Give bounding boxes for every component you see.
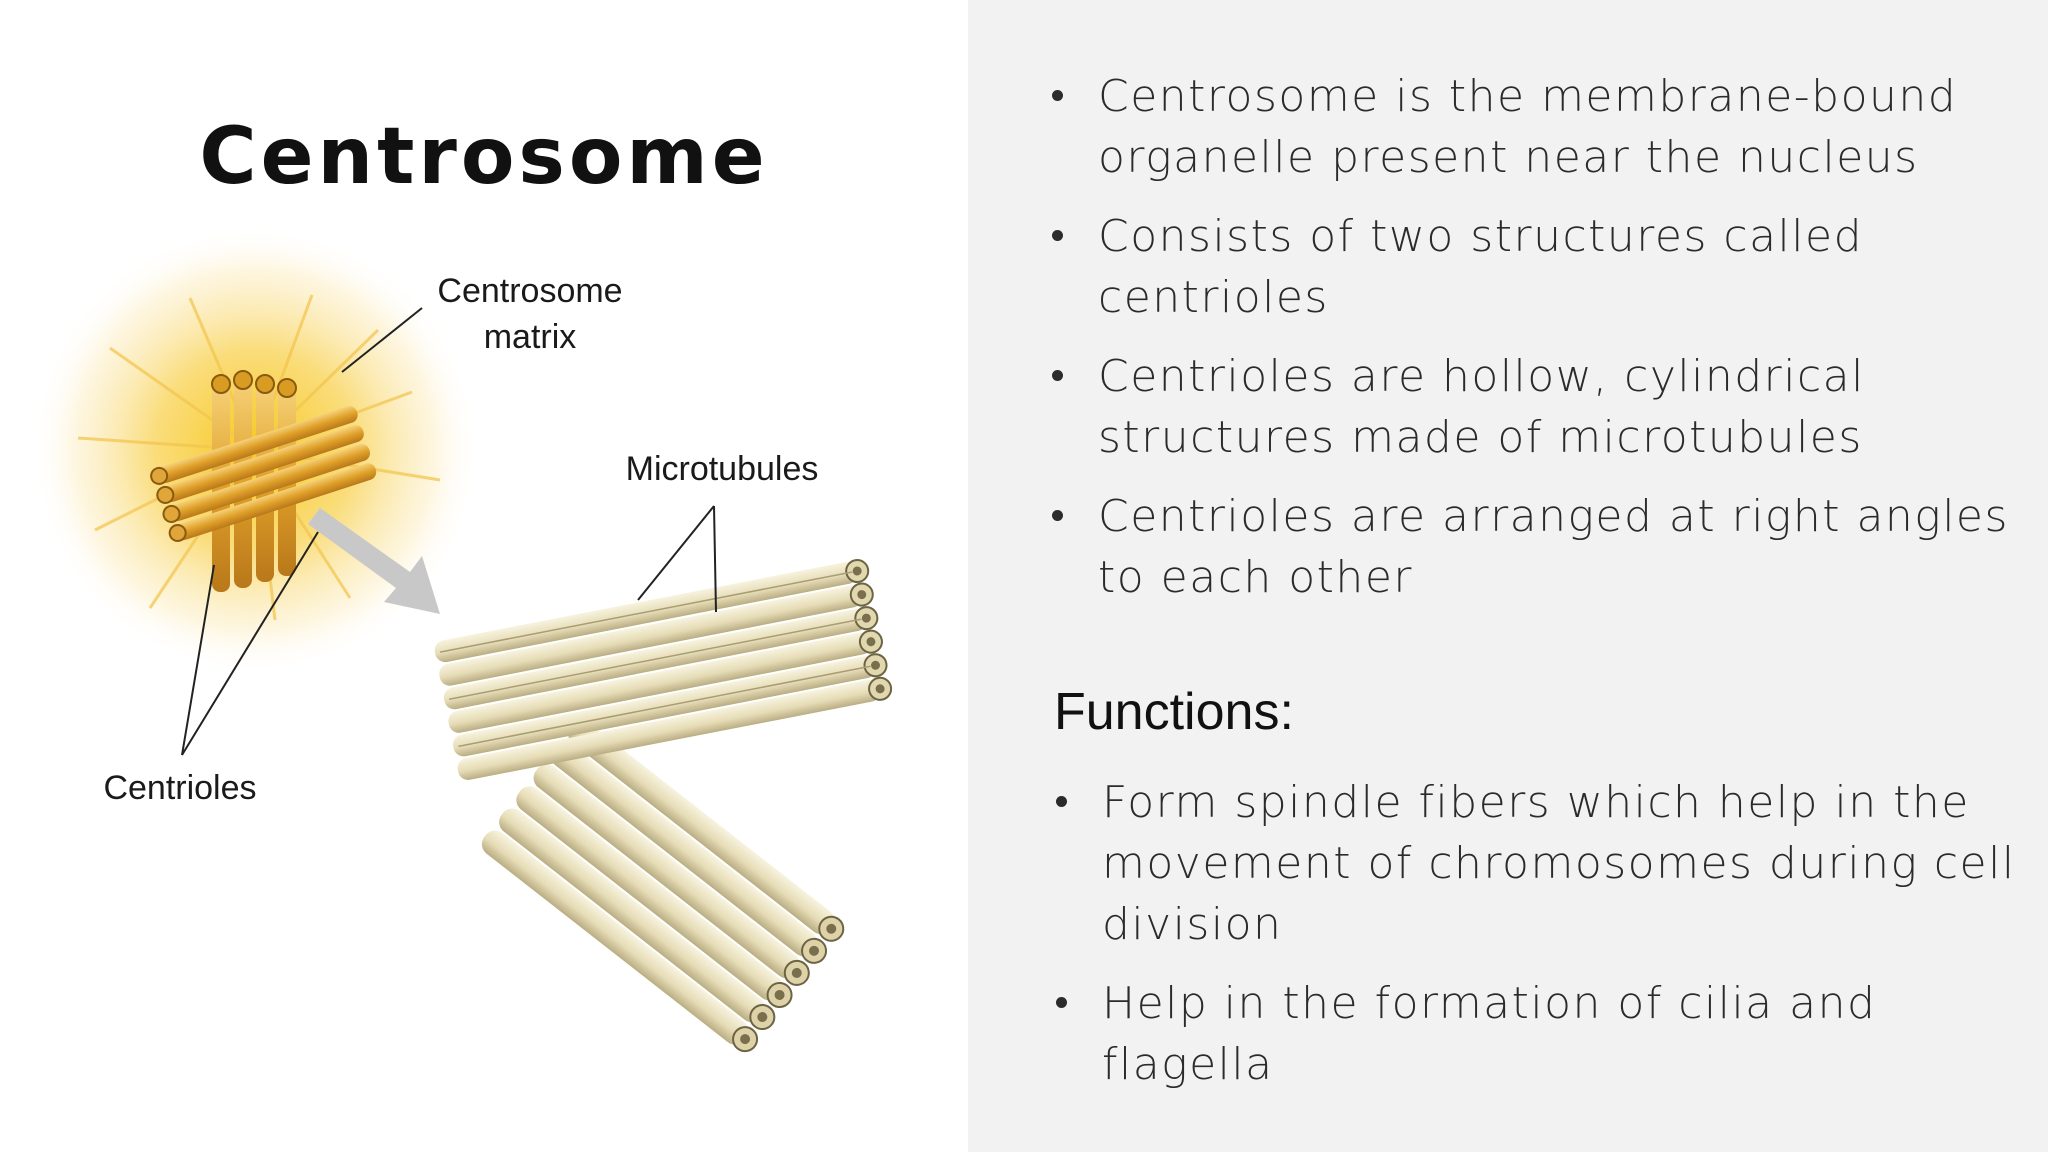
bullet-dot	[1056, 997, 1067, 1008]
label-microtubules: Microtubules	[625, 450, 819, 488]
bullet-dot	[1052, 230, 1063, 241]
functions-heading: Functions:	[1054, 683, 1294, 741]
bullet-dot	[1052, 370, 1063, 381]
centrosome-diagram	[30, 225, 893, 1053]
bullet-item: Consists of two structures called centri…	[1052, 206, 2012, 328]
bullet-item: Centrosome is the membrane-bound organel…	[1052, 66, 2012, 188]
functions-bullet-list: Form spindle fibers which help in the mo…	[1056, 772, 2016, 1113]
leader-lines	[181, 307, 717, 756]
centriole-horizontal	[150, 406, 377, 542]
bullet-item: Form spindle fibers which help in the mo…	[1056, 772, 2016, 955]
bullet-dot	[1052, 90, 1063, 101]
label-centrosome-matrix: Centrosome matrix	[437, 272, 623, 356]
enlarged-centriole-lower	[481, 720, 845, 1053]
bullet-item: Help in the formation of cilia and flage…	[1056, 973, 2016, 1095]
label-centrioles: Centrioles	[103, 769, 257, 807]
slide-title: Centrosome	[199, 112, 769, 202]
magnify-arrow	[308, 508, 440, 614]
enlarged-centriole-upper	[434, 559, 893, 780]
bullet-item: Centrioles are hollow, cylindrical struc…	[1052, 346, 2012, 468]
bullet-dot	[1052, 510, 1063, 521]
bullet-item: Centrioles are arranged at right angles …	[1052, 486, 2012, 608]
centriole-vertical	[211, 370, 297, 592]
overview-bullet-list: Centrosome is the membrane-bound organel…	[1052, 66, 2012, 626]
bullet-dot	[1056, 796, 1067, 807]
right-panel	[968, 0, 2048, 1152]
